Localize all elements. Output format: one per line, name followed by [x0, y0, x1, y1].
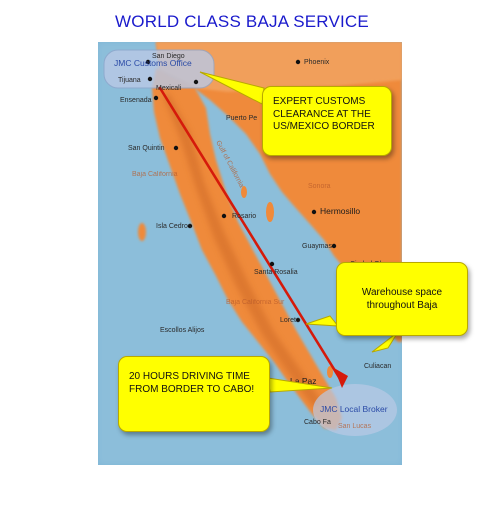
- city-dot-phoenix: [295, 59, 301, 65]
- place-label-phoenix: Phoenix: [304, 59, 330, 66]
- place-label-escollos-alijos: Escollos Alijos: [160, 327, 205, 334]
- place-label-guaymas: Guaymas: [302, 243, 332, 250]
- place-label-puerto-penasco: Puerto Pe: [226, 115, 257, 122]
- city-dot-tijuana: [147, 76, 153, 82]
- place-label-baja-california-sur: Baja California Sur: [226, 299, 285, 306]
- place-label-san-diego: San Diego: [152, 53, 185, 60]
- city-dot-ensenada: [153, 95, 159, 101]
- place-label-baja-california: Baja California: [132, 171, 178, 178]
- warehouse-callout: Warehouse space throughout Baja: [336, 262, 468, 336]
- place-label-rosario: Rosario: [232, 213, 256, 220]
- driving-callout: 20 HOURS DRIVING TIME FROM BORDER TO CAB…: [118, 356, 270, 432]
- city-dot-rosario: [221, 213, 227, 219]
- city-dot-santa-rosalia: [269, 261, 275, 267]
- warehouse-callout-pointer: [305, 315, 340, 327]
- island-angel: [241, 186, 247, 198]
- local-broker-highlight: [313, 384, 397, 436]
- place-label-la-paz: La Paz: [290, 376, 316, 386]
- route-arrowhead: [334, 368, 348, 388]
- warehouse-callout-tail: [371, 331, 399, 353]
- city-dot-hermosillo: [311, 209, 317, 215]
- customs-callout: EXPERT CUSTOMS CLEARANCE AT THE US/MEXIC…: [262, 86, 392, 156]
- page-title: WORLD CLASS BAJA SERVICE: [115, 12, 369, 31]
- city-dot-loreto: [295, 317, 301, 323]
- city-dots: [145, 59, 337, 323]
- place-label-mexicali: Mexicali: [156, 85, 182, 92]
- island-tiburon: [266, 202, 274, 222]
- customs-office-label: JMC Customs Office: [114, 58, 192, 68]
- city-dot-mexicali: [193, 79, 199, 85]
- place-label-loreto: Loreto: [280, 317, 300, 324]
- city-dot-san-diego: [145, 59, 151, 65]
- place-label-san-lucas: San Lucas: [338, 423, 372, 430]
- place-label-santa-rosalia: Santa Rosalia: [254, 269, 298, 276]
- place-label-hermosillo: Hermosillo: [320, 206, 360, 216]
- local-broker-label: JMC Local Broker: [320, 404, 388, 414]
- island-cedros: [138, 223, 146, 241]
- place-label-isla-cedros: Isla Cedros: [156, 223, 192, 230]
- place-label-culiacan: Culiacan: [364, 363, 391, 370]
- place-label-cabo-falso: Cabo Fa: [304, 419, 331, 426]
- place-label-san-quintin: San Quintin: [128, 145, 165, 152]
- place-label-ensenada: Ensenada: [120, 97, 152, 104]
- city-dot-san-quintin: [173, 145, 179, 151]
- route-line: [158, 86, 344, 384]
- driving-callout-pointer: [267, 377, 333, 393]
- place-label-sonora: Sonora: [308, 183, 331, 190]
- baja-peninsula: [152, 68, 342, 430]
- customs-callout-pointer: [199, 71, 265, 105]
- island-espiritu-santo: [327, 366, 333, 378]
- city-dot-isla-cedros: [187, 223, 193, 229]
- city-dot-guaymas: [331, 243, 337, 249]
- place-label-tijuana: Tijuana: [118, 77, 141, 84]
- baja-ridge: [164, 92, 322, 408]
